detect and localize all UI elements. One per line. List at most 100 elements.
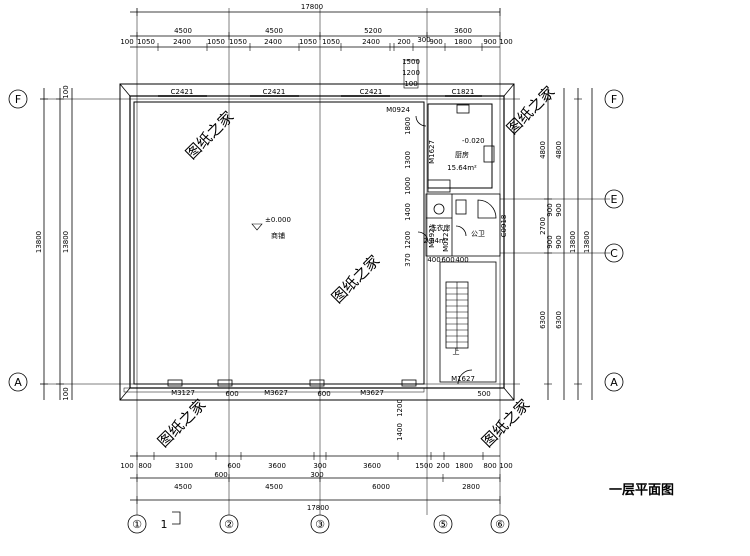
left-end-bottom: 100 (62, 387, 70, 400)
axis-bubble-right-e (604, 189, 624, 209)
axis-bubble-left-a (8, 372, 28, 392)
front-step (123, 387, 425, 393)
window-label-3: C2421 (360, 88, 383, 96)
axis-bubble-1 (127, 514, 147, 534)
top-small-dim-1500: 1500 (402, 58, 420, 66)
bottom-opening-3: 600 (227, 462, 240, 470)
kitchen-level: -0.020 (462, 137, 485, 145)
door-label-m3127: M3127 (171, 389, 195, 397)
axis-bubble-2 (219, 514, 239, 534)
water-heater-icon (455, 199, 467, 215)
door-label-m1627-kitchen: M1627 (428, 140, 436, 164)
small-dim-1800: 1800 (404, 117, 412, 135)
bottom-bay-4: 2800 (462, 483, 480, 491)
axis-bubble-right-f (604, 89, 624, 109)
bottom-bay-2: 4500 (265, 483, 283, 491)
axis-bubble-5 (433, 514, 453, 534)
top-opening-0: 100 (120, 38, 133, 46)
top-small-dim-100: 100 (404, 80, 417, 88)
top-small-dim-1200: 1200 (402, 69, 420, 77)
service-core (425, 193, 501, 257)
axis-label-right-f: F (611, 93, 617, 106)
watermark-5: 图纸之家 (478, 396, 533, 451)
right-total-inner-dim: 13800 (583, 231, 591, 253)
section-mark (172, 511, 181, 525)
right-dim-2700: 2700 (539, 217, 547, 235)
left-end-top: 100 (62, 85, 70, 98)
small-dim-600-b: 600 (225, 390, 238, 398)
column-4 (401, 379, 417, 387)
bottom-opening-5: 300 (313, 462, 326, 470)
right-inner-900-a: 900 (555, 203, 563, 216)
top-opening-6: 1050 (299, 38, 317, 46)
top-opening-9: 200 (397, 38, 410, 46)
axis-bubble-right-a (604, 372, 624, 392)
door-swing-wash (417, 231, 429, 243)
top-opening-7: 1050 (322, 38, 340, 46)
column-3 (309, 379, 325, 387)
outer-wall-outline (119, 83, 515, 401)
door-label-m0924: M0924 (386, 106, 410, 114)
door-swing-m0924 (415, 115, 427, 127)
level-mark-shop (251, 223, 263, 231)
bottom-opening-6: 3600 (363, 462, 381, 470)
axis-label-right-c: C (610, 247, 618, 260)
window-label-2: C2421 (263, 88, 286, 96)
bottom-bay-3: 6000 (372, 483, 390, 491)
drawing-title: 一层平面图 (609, 483, 675, 498)
top-opening-8: 2400 (362, 38, 380, 46)
top-opening-5: 2400 (264, 38, 282, 46)
top-bay-4: 3600 (454, 27, 472, 35)
right-inner-900-b: 900 (555, 235, 563, 248)
right-inner-900-d: 900 (546, 235, 554, 248)
bottom-bay-1: 4500 (174, 483, 192, 491)
wash-room-area: 2.64m² (423, 237, 448, 245)
kitchen-area: 15.64m² (447, 164, 477, 172)
axis-extra-label: 1 (161, 518, 168, 531)
range-hood-icon (456, 104, 470, 114)
bottom-opening-0: 100 (120, 462, 133, 470)
top-bay-1: 4500 (174, 27, 192, 35)
shower-icon (477, 199, 497, 219)
stair-shaft (439, 261, 497, 383)
window-label-4: C1821 (452, 88, 475, 96)
top-opening-3: 1050 (207, 38, 225, 46)
axis-label-5: ⑤ (438, 518, 448, 531)
stair-up-mark: 上 (453, 347, 460, 356)
window-label-c0918: C0918 (500, 215, 508, 238)
top-opening-11: 1800 (454, 38, 472, 46)
right-dim-4800: 4800 (539, 141, 547, 159)
bottom-opening-10: 800 (483, 462, 496, 470)
small-dim-400-b: 400 (455, 256, 468, 264)
watermark-3: 图纸之家 (503, 83, 558, 138)
bottom-sub-300: 300 (310, 471, 323, 479)
small-dim-1400: 1400 (404, 203, 412, 221)
kitchen-name: 厨房 (455, 150, 469, 159)
top-opening-10: 900 (429, 38, 442, 46)
bottom-opening-11: 100 (499, 462, 512, 470)
axis-bubble-left-f (8, 89, 28, 109)
axis-label-6: ⑥ (495, 518, 505, 531)
door-label-m0921: M0921 (428, 224, 436, 248)
top-bay-3: 5200 (364, 27, 382, 35)
toilet-name: 公卫 (471, 230, 485, 238)
small-dim-370: 370 (404, 253, 412, 266)
axis-label-2: ② (224, 518, 234, 531)
door-swing-toilet (455, 225, 467, 237)
shop-name: 商铺 (271, 231, 285, 240)
bottom-opening-8: 200 (436, 462, 449, 470)
top-opening-4: 1050 (229, 38, 247, 46)
bottom-opening-2: 3100 (175, 462, 193, 470)
small-dim-500: 500 (477, 390, 490, 398)
bottom-opening-4: 3600 (268, 462, 286, 470)
right-inner-900-c: 900 (546, 203, 554, 216)
axis-bubble-right-c (604, 243, 624, 263)
top-bay-2: 4500 (265, 27, 283, 35)
top-total-dim: 17800 (301, 3, 323, 11)
small-dim-400-a: 400 (427, 256, 440, 264)
axis-label-left-f: F (15, 93, 21, 106)
top-opening-12: 900 (483, 38, 496, 46)
top-300-dim: 300 (417, 36, 430, 44)
toilet-fixture-icon (433, 203, 445, 215)
